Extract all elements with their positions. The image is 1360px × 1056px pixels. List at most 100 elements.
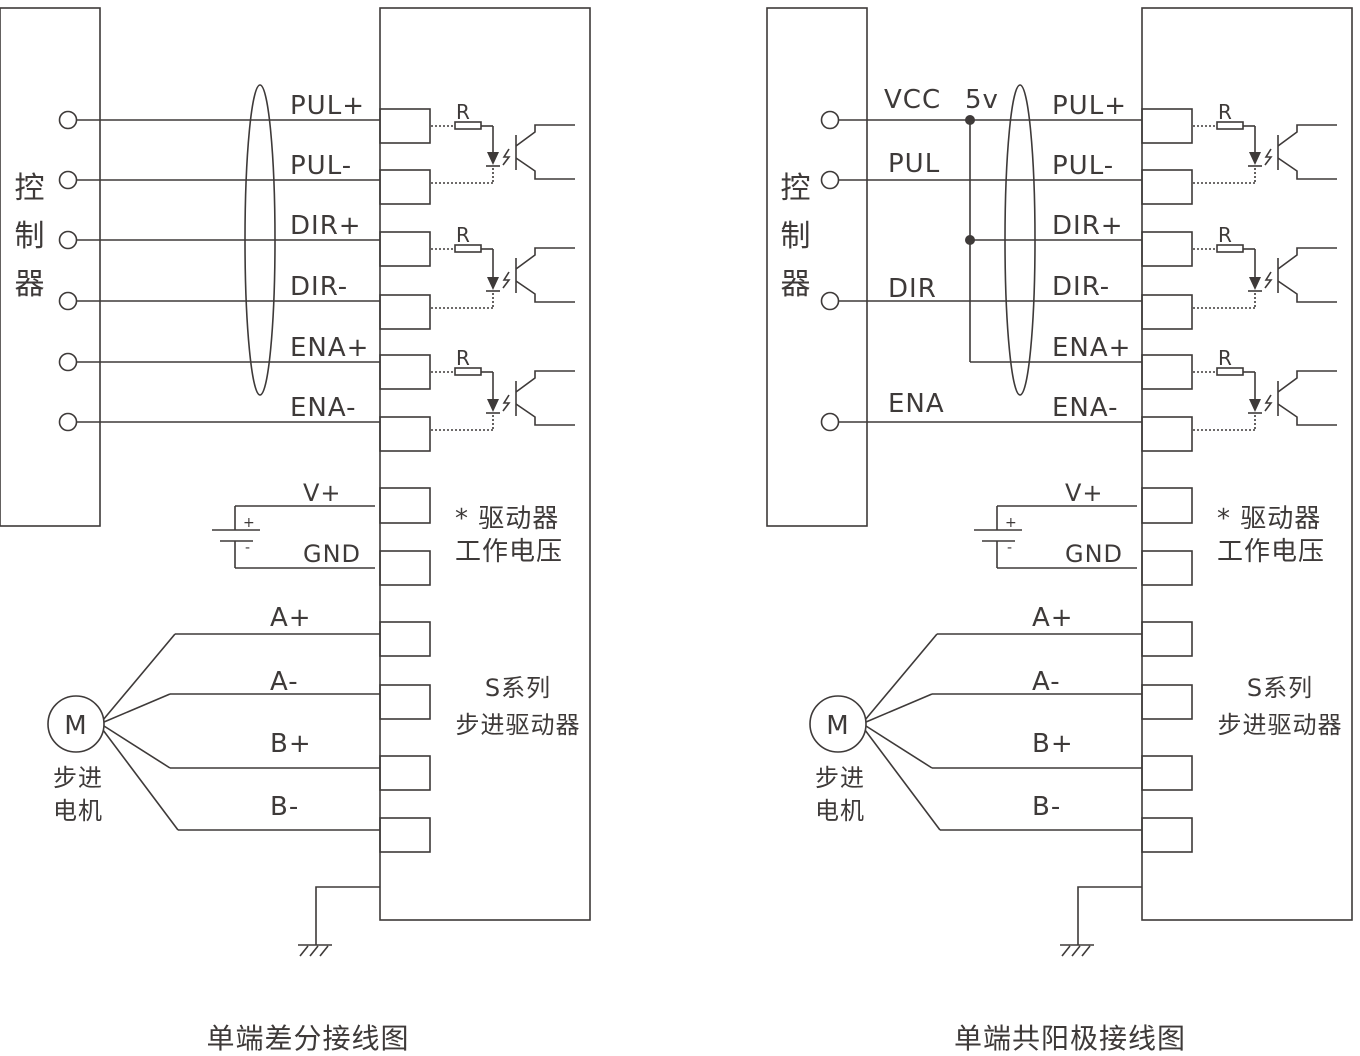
led-diode-icon xyxy=(487,277,499,290)
driver-name: 步进驱动器 xyxy=(456,711,581,739)
terminal-motor-0 xyxy=(1141,621,1193,657)
diagram-title: 单端差分接线图 xyxy=(206,1022,409,1055)
driver-name: S系列 xyxy=(485,674,551,702)
motor-pin-label: A- xyxy=(1032,667,1061,697)
terminal-dir+ xyxy=(379,231,431,267)
motor-label: 步进 xyxy=(815,764,865,792)
terminal-gnd xyxy=(1141,550,1193,586)
motor-pin-label: B- xyxy=(1032,792,1061,822)
controller-label: 控 xyxy=(781,171,812,206)
terminal-motor-3 xyxy=(379,817,431,853)
shield-ellipse xyxy=(244,84,276,396)
driver-voltage-note: * 驱动器 xyxy=(1217,504,1321,534)
motor-label: 步进 xyxy=(53,764,103,792)
pin-label: DIR+ xyxy=(290,211,362,241)
terminal-motor-1 xyxy=(379,684,431,720)
resistor-label: R xyxy=(1218,223,1233,247)
battery-plus: + xyxy=(1005,515,1018,531)
terminal-gnd xyxy=(379,550,431,586)
earth-wire xyxy=(1077,886,1142,945)
driver-name: 步进驱动器 xyxy=(1218,711,1343,739)
motor-pin-label: A+ xyxy=(1032,603,1074,633)
motor-wire xyxy=(102,729,179,831)
optocoupler: R xyxy=(431,346,575,431)
controller-box xyxy=(766,7,868,527)
transistor-emitter xyxy=(515,403,575,426)
pin-label: PUL+ xyxy=(290,91,365,121)
transistor-collector xyxy=(1277,370,1337,393)
motor-wire xyxy=(864,729,941,831)
signal-label-vcc: VCC xyxy=(884,85,941,115)
motor-pin-label: A+ xyxy=(270,603,312,633)
controller-label: 器 xyxy=(781,267,812,302)
terminal-pul- xyxy=(379,169,431,205)
pin-label-gnd: GND xyxy=(303,540,361,568)
pin-label: ENA- xyxy=(290,393,356,423)
terminal-pul+ xyxy=(379,108,431,144)
optocoupler: R xyxy=(431,100,575,184)
earth-ground-icon xyxy=(1071,945,1081,957)
motor-symbol: M xyxy=(64,711,87,741)
motor-label: 电机 xyxy=(53,797,103,825)
controller-terminal xyxy=(820,291,840,311)
controller-terminal xyxy=(820,412,840,432)
pin-label: ENA- xyxy=(1052,393,1118,423)
optocoupler: R xyxy=(1193,346,1337,431)
terminal-dir- xyxy=(1141,294,1193,330)
transistor-emitter xyxy=(515,157,575,180)
controller-terminal xyxy=(58,110,78,130)
motor-wire xyxy=(102,633,176,721)
terminal-v-plus xyxy=(1141,487,1193,524)
optocoupler: R xyxy=(431,223,575,309)
signal-label-pul: PUL xyxy=(888,149,940,179)
controller-terminal xyxy=(820,170,840,190)
motor-wire xyxy=(865,693,933,723)
pin-label-v-plus: V+ xyxy=(1065,479,1104,507)
driver-box xyxy=(1141,7,1353,921)
terminal-motor-2 xyxy=(1141,755,1193,791)
pin-label: PUL- xyxy=(290,151,352,181)
battery-minus: - xyxy=(245,540,251,556)
signal-label-ena: ENA xyxy=(888,389,945,419)
light-emission-icon xyxy=(502,394,511,412)
controller-terminal xyxy=(58,412,78,432)
driver-name: S系列 xyxy=(1247,674,1313,702)
controller-label: 制 xyxy=(15,219,46,254)
motor-pin-label: B+ xyxy=(1032,729,1074,759)
light-emission-icon xyxy=(1264,394,1273,412)
signal-label-dir: DIR xyxy=(888,274,937,304)
diagram-title: 单端共阳极接线图 xyxy=(954,1022,1186,1055)
controller-terminal xyxy=(58,352,78,372)
controller-label: 制 xyxy=(781,219,812,254)
driver-voltage-note: 工作电压 xyxy=(455,537,563,567)
pin-label: DIR- xyxy=(290,272,348,302)
terminal-pul- xyxy=(1141,169,1193,205)
terminal-dir- xyxy=(379,294,431,330)
terminal-ena+ xyxy=(379,354,431,390)
controller-terminal xyxy=(58,170,78,190)
earth-ground-icon xyxy=(299,945,309,957)
pin-label: DIR+ xyxy=(1052,211,1124,241)
led-diode-icon xyxy=(1249,277,1261,290)
terminal-dir+ xyxy=(1141,231,1193,267)
transistor-collector xyxy=(515,247,575,270)
transistor-emitter xyxy=(1277,403,1337,426)
controller-label: 器 xyxy=(15,267,46,302)
led-diode-icon xyxy=(1249,399,1261,412)
light-emission-icon xyxy=(502,271,511,289)
resistor-label: R xyxy=(456,100,471,124)
terminal-ena- xyxy=(1141,416,1193,452)
controller-label: 控 xyxy=(15,171,46,206)
optocoupler: R xyxy=(1193,223,1337,309)
junction-dot xyxy=(965,235,975,245)
controller-terminal xyxy=(820,110,840,130)
resistor-label: R xyxy=(456,346,471,370)
pin-label-gnd: GND xyxy=(1065,540,1123,568)
pin-label: ENA+ xyxy=(1052,333,1131,363)
pin-label: PUL+ xyxy=(1052,91,1127,121)
transistor-emitter xyxy=(1277,280,1337,303)
terminal-motor-3 xyxy=(1141,817,1193,853)
earth-ground-icon xyxy=(309,945,319,957)
